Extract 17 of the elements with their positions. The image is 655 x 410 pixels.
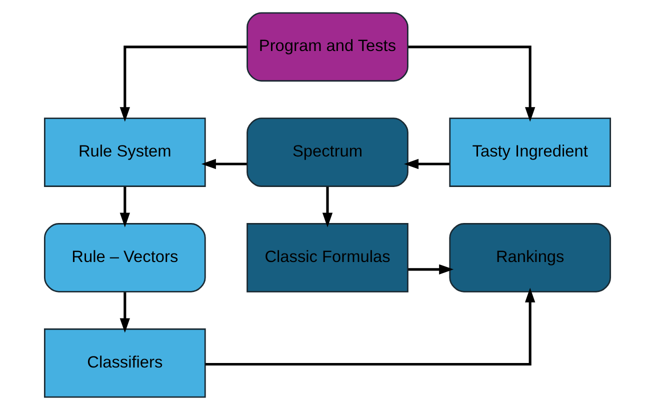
arrow bbox=[404, 158, 450, 170]
arrow bbox=[120, 186, 130, 228]
node-box: Classifiers bbox=[44, 328, 206, 398]
arrow bbox=[120, 292, 130, 333]
node-box: Rankings bbox=[449, 223, 612, 292]
arrow bbox=[322, 186, 333, 228]
node-box: Rule System bbox=[44, 118, 206, 187]
arrow bbox=[408, 264, 454, 274]
node-box: Program and Tests bbox=[246, 12, 408, 82]
arrow bbox=[120, 46, 247, 122]
node-box: Spectrum bbox=[246, 118, 408, 187]
node-box: Classic Formulas bbox=[246, 223, 408, 292]
node-box: Rule – Vectors bbox=[44, 223, 206, 292]
arrow bbox=[408, 46, 536, 122]
node-box: Tasty Ingredient bbox=[449, 118, 612, 187]
arrow bbox=[205, 288, 536, 366]
arrow bbox=[201, 158, 247, 170]
